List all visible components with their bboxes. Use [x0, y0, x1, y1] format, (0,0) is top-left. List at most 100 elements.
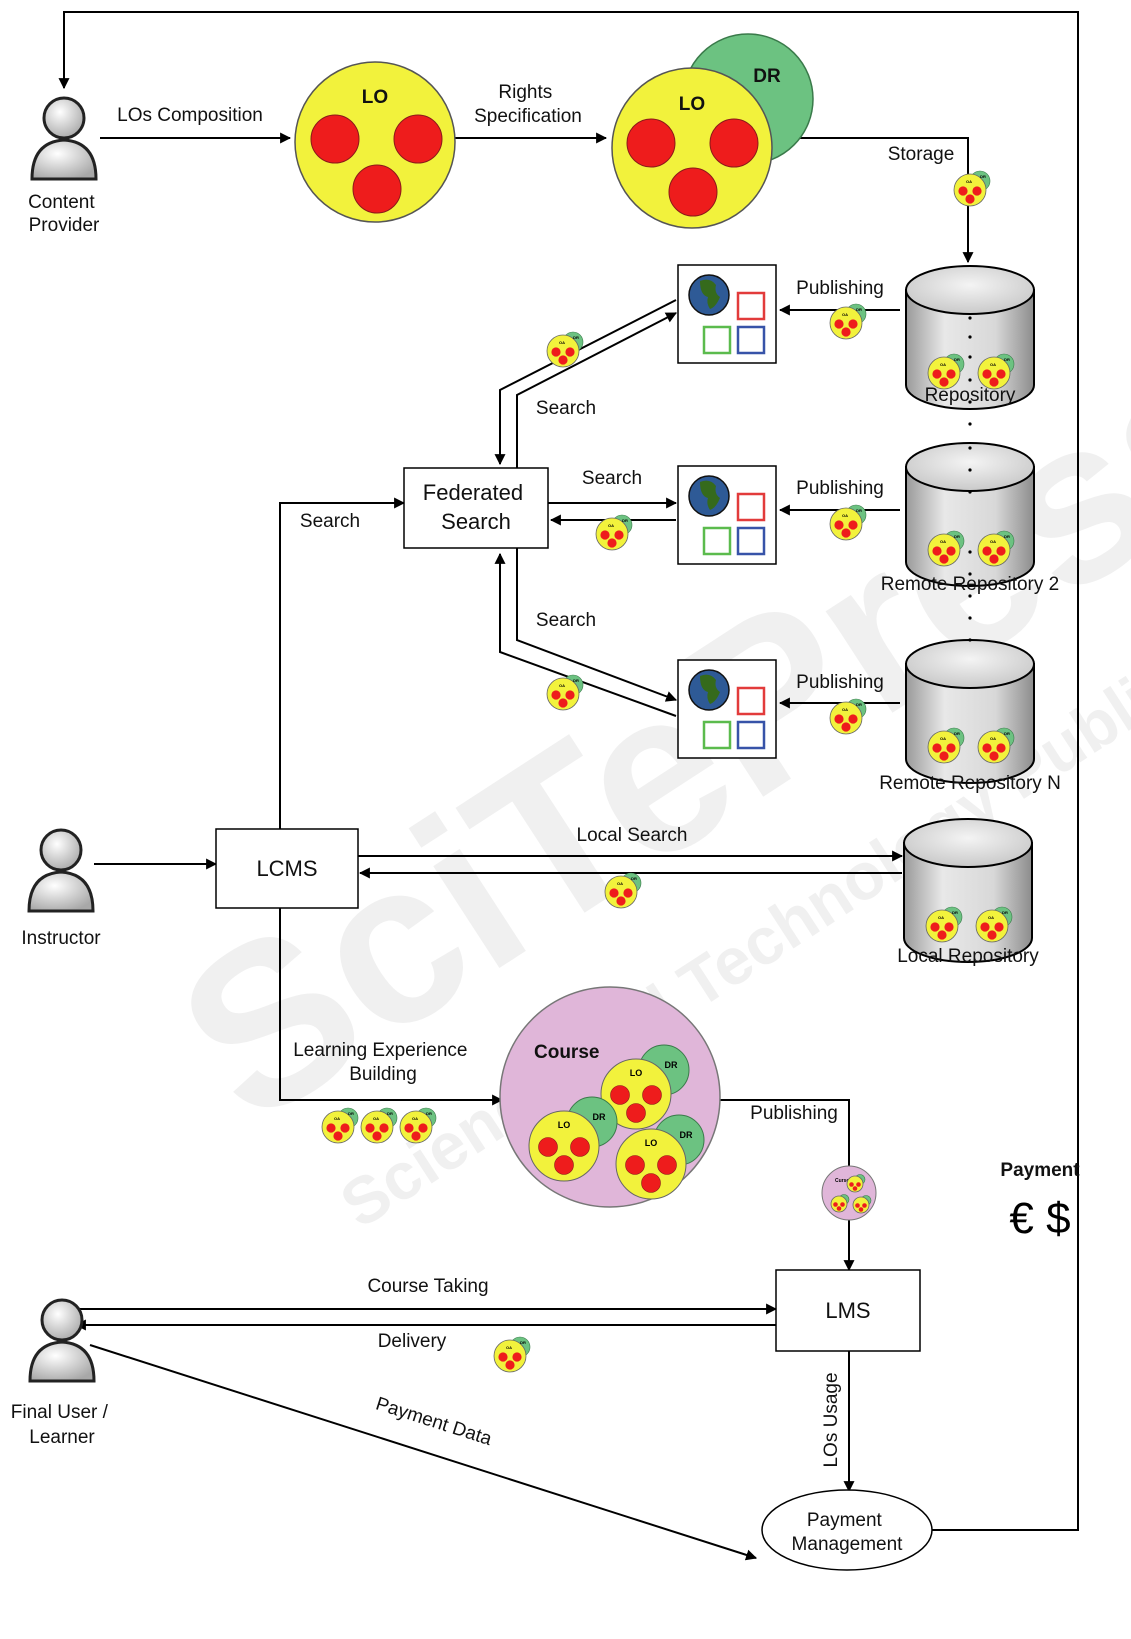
- publishing-lo-icon-3: OA DR: [829, 698, 867, 735]
- fed-search-return-down: [494, 552, 677, 717]
- red-square-icon: [736, 291, 766, 321]
- dr-label: DR: [1002, 910, 1008, 915]
- oa-label: OA: [940, 539, 946, 544]
- oa-label: OA: [842, 312, 848, 317]
- learner-icon: [28, 1298, 96, 1383]
- lo-label: LO: [558, 1120, 571, 1130]
- rights-specification-label: Rights Specification: [474, 82, 582, 127]
- lo-label: LO: [362, 87, 388, 108]
- fed-search-up-arrow: [516, 312, 677, 468]
- search-label-lcms: Search: [300, 511, 360, 532]
- course-lo-mini-2: [830, 1194, 850, 1213]
- dr-label: DR: [856, 702, 862, 707]
- lms-label: LMS: [825, 1298, 870, 1323]
- dr-label: DR: [387, 1111, 393, 1116]
- oa-label: OA: [842, 513, 848, 518]
- federated-search-box[interactable]: Federated Search: [403, 467, 549, 549]
- dr-label: DR: [348, 1111, 354, 1116]
- green-square-icon: [702, 526, 732, 556]
- dr-label: DR: [573, 678, 579, 683]
- local-search-label: Local Search: [577, 825, 688, 846]
- lo-label: LO: [630, 1068, 643, 1078]
- storage-label: Storage: [888, 144, 955, 165]
- oa-label: OA: [990, 362, 996, 367]
- oa-label: OA: [940, 736, 946, 741]
- blue-square-icon: [736, 325, 766, 355]
- los-usage-label: LOs Usage: [821, 1372, 842, 1467]
- remote-repository-2-cylinder-lo-1: OA DR: [927, 530, 965, 567]
- oa-label: OA: [559, 683, 565, 688]
- payment-title: Payment: [1000, 1160, 1080, 1181]
- oa-label: OA: [966, 179, 972, 184]
- search-label-mid: Search: [582, 468, 642, 489]
- content-provider-label: Content Provider: [28, 192, 100, 236]
- dr-label: DR: [593, 1112, 606, 1122]
- dr-label: DR: [980, 174, 986, 179]
- oa-label: OA: [938, 915, 944, 920]
- oa-label: OA: [559, 340, 565, 345]
- dr-label: DR: [631, 876, 637, 881]
- red-square-icon: [736, 686, 766, 716]
- currency-symbols: € $: [1009, 1194, 1070, 1243]
- remote-repository-2-label: Remote Repository 2: [881, 574, 1059, 595]
- search-result-lo-icon-3: OA DR: [546, 674, 584, 711]
- dr-label: DR: [753, 66, 781, 87]
- lo-with-rights-circle: DR LO: [611, 33, 814, 229]
- oa-label: OA: [842, 707, 848, 712]
- fed-search-return-up: [494, 299, 677, 466]
- local-repository-label: Local Repository: [897, 946, 1039, 967]
- remote-repository-n-label: Remote Repository N: [879, 773, 1061, 794]
- search-interface-1[interactable]: [677, 264, 777, 364]
- oa-label: OA: [373, 1116, 379, 1121]
- lo-composition-circle: LO: [294, 61, 456, 223]
- dr-label: DR: [1004, 731, 1010, 736]
- learning-experience-arrow: [279, 908, 504, 1106]
- dr-label: DR: [680, 1130, 693, 1140]
- publishing-label-2: Publishing: [796, 478, 884, 499]
- building-lo-icon-1: OA DR: [321, 1107, 359, 1144]
- dr-label: DR: [952, 910, 958, 915]
- fed-search-down-arrow: [516, 548, 678, 702]
- publishing-lo-icon-2: OA DR: [829, 504, 867, 541]
- dr-label: DR: [856, 307, 862, 312]
- search-interface-2[interactable]: [677, 465, 777, 565]
- search-label-bottom: Search: [536, 610, 596, 631]
- lms-box[interactable]: LMS: [775, 1269, 921, 1352]
- instructor-icon: [27, 828, 95, 913]
- repository-cylinder-lo-2: OA DR: [977, 353, 1015, 390]
- storage-lo-icon: OA DR: [953, 170, 991, 207]
- dr-label: DR: [1004, 357, 1010, 362]
- course-lo-mini-3: [852, 1195, 872, 1214]
- dr-label: DR: [856, 508, 862, 513]
- course-lo-mini-1: [846, 1174, 866, 1193]
- oa-label: OA: [940, 362, 946, 367]
- repository-label: Repository: [925, 385, 1016, 406]
- green-square-icon: [702, 720, 732, 750]
- lcms-search-arrow: [279, 497, 406, 829]
- publishing-lo-icon-1: OA DR: [829, 303, 867, 340]
- payment-feedback-line: [58, 11, 1079, 1531]
- dr-label: DR: [520, 1340, 526, 1345]
- payment-management-node[interactable]: Payment Management: [761, 1489, 933, 1571]
- curso-label: Curso: [835, 1178, 849, 1184]
- dr-label: DR: [954, 534, 960, 539]
- search-interface-3[interactable]: [677, 659, 777, 759]
- lcms-box[interactable]: LCMS: [215, 828, 359, 909]
- blue-square-icon: [736, 526, 766, 556]
- oa-label: OA: [990, 539, 996, 544]
- lo-label: LO: [679, 94, 705, 115]
- instructor-label: Instructor: [21, 928, 101, 949]
- oa-label: OA: [334, 1116, 340, 1121]
- publishing-label-3: Publishing: [796, 672, 884, 693]
